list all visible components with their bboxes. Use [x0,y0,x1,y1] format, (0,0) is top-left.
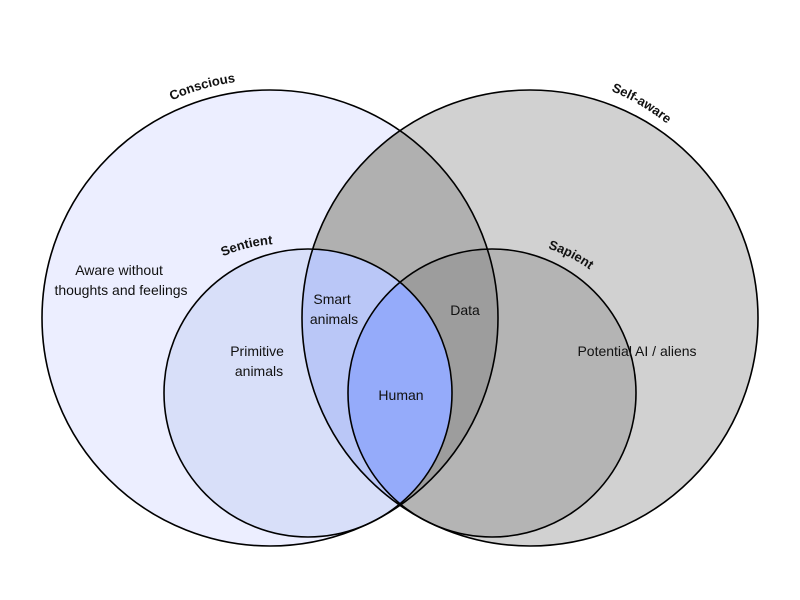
data-label: Data [450,302,480,318]
smart-animals-label: Smart animals [310,291,358,327]
potential-ai-aliens-label: Potential AI / aliens [577,343,696,359]
human-label: Human [378,387,423,403]
primitive-animals-label: Primitive animals [230,343,288,379]
conscious-circle-outline [41,89,499,547]
human-region [348,249,452,537]
sapient-circle-outline [347,248,637,538]
self-aware-circle-outline [301,89,759,547]
sentient-circle-outline [163,248,453,538]
aware-without-thoughts-label: Aware without thoughts and feelings [54,262,187,298]
